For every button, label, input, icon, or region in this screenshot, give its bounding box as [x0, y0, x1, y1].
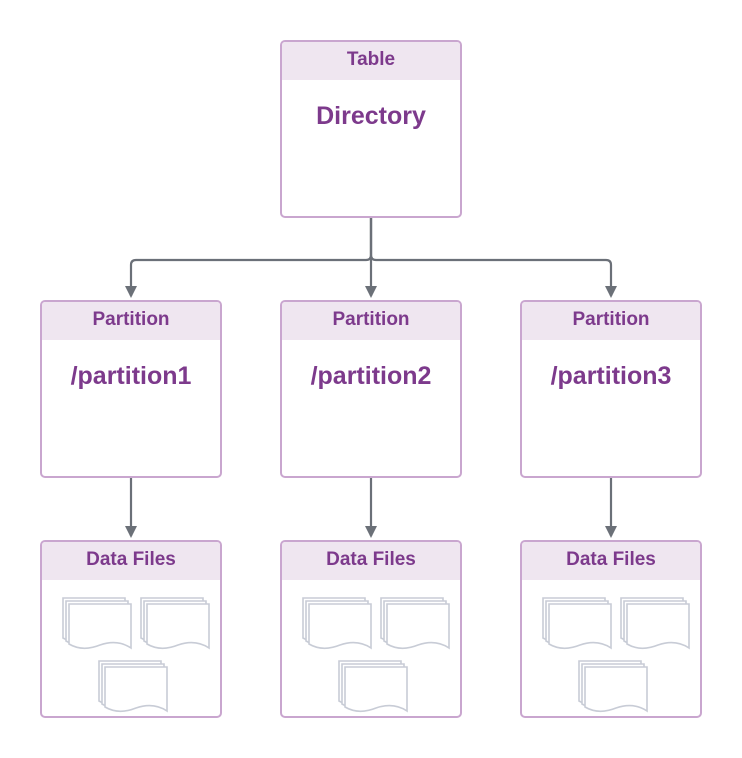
- partition-node-1[interactable]: Partition /partition1: [40, 300, 222, 478]
- partition-header: Partition: [282, 302, 460, 340]
- document-stack-icon: [140, 597, 210, 650]
- data-files-node-1[interactable]: Data Files: [40, 540, 222, 718]
- document-stack-icon: [338, 660, 408, 713]
- partition-name: /partition3: [550, 362, 672, 390]
- data-files-node-3[interactable]: Data Files: [520, 540, 702, 718]
- document-stack-icon: [62, 597, 132, 650]
- file-stack-icon: [542, 597, 690, 713]
- connector-table-to-partition3: [369, 218, 617, 298]
- data-files-header: Data Files: [282, 542, 460, 580]
- table-header: Table: [282, 42, 460, 80]
- partition-name: /partition2: [310, 362, 432, 390]
- partition-node-2[interactable]: Partition /partition2: [280, 300, 462, 478]
- document-stack-icon: [380, 597, 450, 650]
- data-files-node-2[interactable]: Data Files: [280, 540, 462, 718]
- partition-header: Partition: [522, 302, 700, 340]
- file-stack-icon: [302, 597, 450, 713]
- document-stack-icon: [620, 597, 690, 650]
- document-stack-icon: [578, 660, 648, 713]
- partition-node-3[interactable]: Partition /partition3: [520, 300, 702, 478]
- document-stack-icon: [98, 660, 168, 713]
- table-name: Directory: [316, 102, 426, 130]
- data-files-header: Data Files: [522, 542, 700, 580]
- file-stack-icon: [62, 597, 210, 713]
- connector-table-to-partition1: [125, 218, 373, 298]
- partition-header: Partition: [42, 302, 220, 340]
- document-stack-icon: [542, 597, 612, 650]
- data-files-header: Data Files: [42, 542, 220, 580]
- document-stack-icon: [302, 597, 372, 650]
- partition-name: /partition1: [70, 362, 192, 390]
- table-node[interactable]: Table Directory: [280, 40, 462, 218]
